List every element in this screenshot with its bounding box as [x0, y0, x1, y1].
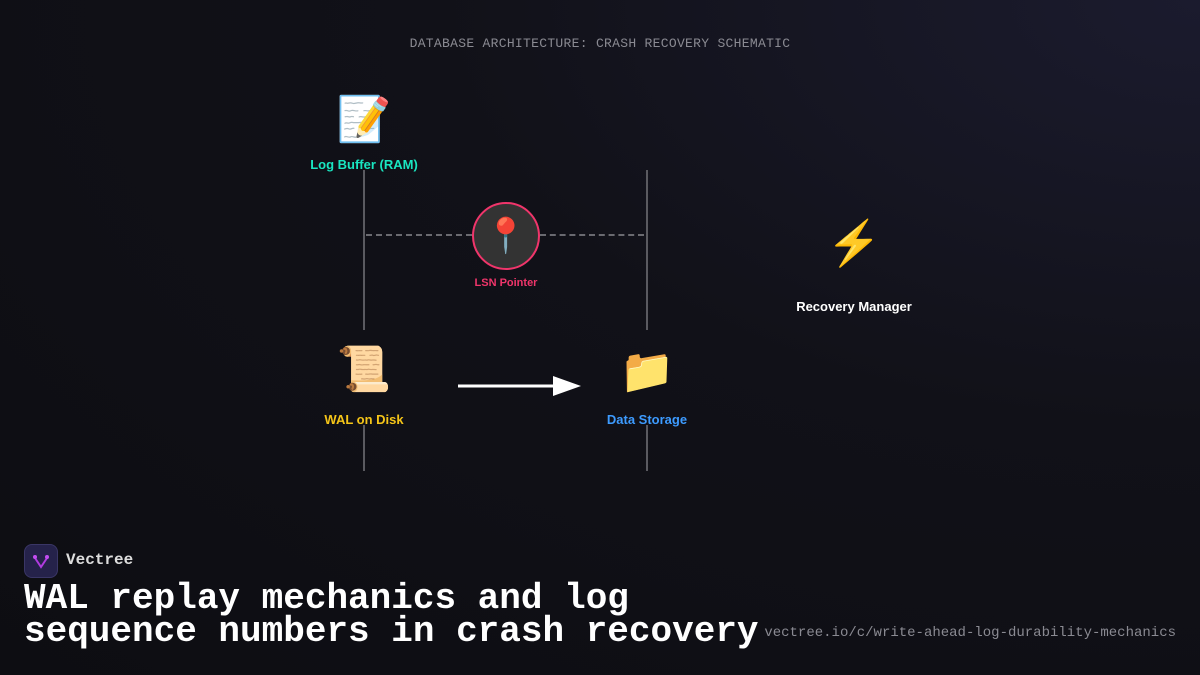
title-line-2: sequence numbers in crash recovery	[24, 611, 759, 652]
dashed-connector	[540, 234, 644, 236]
pushpin-icon: 📍	[472, 202, 540, 270]
connector-line	[363, 170, 365, 330]
data-storage-label: Data Storage	[606, 412, 688, 427]
page-title: WAL replay mechanics and log sequence nu…	[24, 578, 759, 652]
diagram-heading: DATABASE ARCHITECTURE: CRASH RECOVERY SC…	[409, 36, 791, 51]
brand-name: Vectree	[66, 551, 134, 569]
connector-line	[363, 425, 365, 471]
connector-line	[646, 170, 648, 330]
folder-icon: 📁	[619, 347, 675, 396]
lsn-pointer-label: LSN Pointer	[474, 277, 538, 289]
lightning-icon: ⚡	[826, 219, 882, 268]
vectree-logo-icon	[33, 555, 49, 569]
source-url: vectree.io/c/write-ahead-log-durability-…	[764, 625, 1176, 641]
scroll-icon: 📜	[336, 345, 392, 394]
title-line-1: WAL replay mechanics and log	[24, 578, 629, 619]
brand-logo	[24, 544, 58, 578]
dashed-connector	[366, 234, 472, 236]
recovery-manager-label: Recovery Manager	[796, 299, 912, 314]
wal-on-disk-label: WAL on Disk	[324, 412, 404, 427]
memo-icon: 📝	[336, 95, 392, 144]
connector-line	[646, 425, 648, 471]
log-buffer-label: Log Buffer (RAM)	[310, 157, 418, 172]
flow-arrow	[458, 376, 581, 396]
